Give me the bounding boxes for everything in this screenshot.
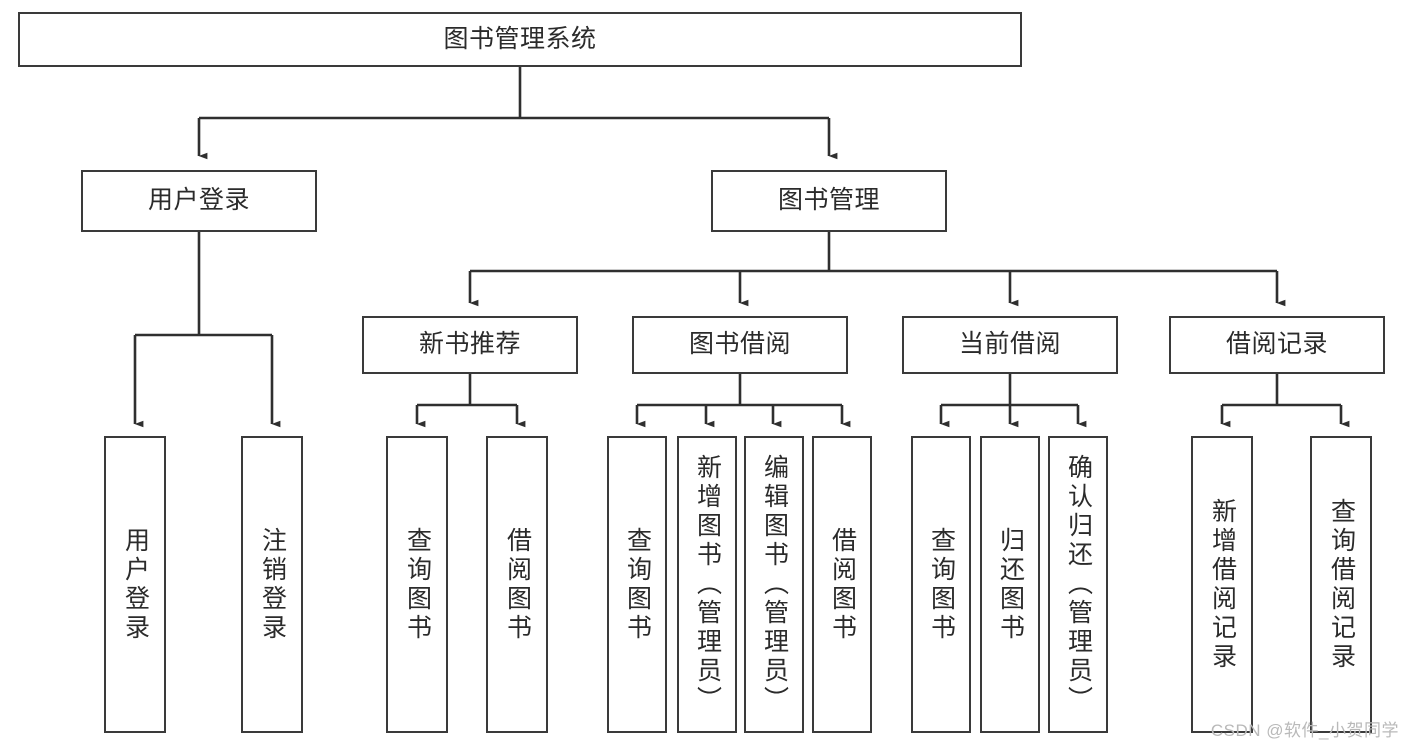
node-leaf-user-login[interactable]: 用户登录 (104, 436, 166, 733)
node-root[interactable]: 图书管理系统 (18, 12, 1022, 67)
node-leaf-add-book[interactable]: 新增图书（管理员） (677, 436, 737, 733)
node-leaf-query-book-3-label: 查询图书 (927, 526, 956, 643)
node-leaf-borrow-book-2[interactable]: 借阅图书 (812, 436, 872, 733)
node-leaf-add-record[interactable]: 新增借阅记录 (1191, 436, 1253, 733)
node-leaf-confirm-return-label: 确认归还（管理员） (1064, 454, 1093, 715)
node-leaf-query-record-label: 查询借阅记录 (1327, 497, 1356, 672)
node-new-book-recommend[interactable]: 新书推荐 (362, 316, 578, 374)
node-leaf-logout[interactable]: 注销登录 (241, 436, 303, 733)
node-leaf-query-book-3[interactable]: 查询图书 (911, 436, 971, 733)
node-current-borrow[interactable]: 当前借阅 (902, 316, 1118, 374)
node-leaf-return-book[interactable]: 归还图书 (980, 436, 1040, 733)
node-book-borrow[interactable]: 图书借阅 (632, 316, 848, 374)
node-leaf-edit-book-label: 编辑图书（管理员） (760, 454, 789, 715)
node-book-manage-label: 图书管理 (777, 186, 880, 215)
node-new-book-recommend-label: 新书推荐 (418, 330, 521, 359)
node-user-login-label: 用户登录 (147, 186, 250, 215)
node-leaf-edit-book[interactable]: 编辑图书（管理员） (744, 436, 804, 733)
node-leaf-borrow-book-1[interactable]: 借阅图书 (486, 436, 548, 733)
node-leaf-query-book-2-label: 查询图书 (623, 526, 652, 643)
node-root-label: 图书管理系统 (443, 24, 597, 53)
node-borrow-record-label: 借阅记录 (1225, 330, 1328, 359)
node-leaf-borrow-book-1-label: 借阅图书 (503, 526, 532, 643)
node-book-borrow-label: 图书借阅 (688, 330, 791, 359)
node-leaf-return-book-label: 归还图书 (996, 526, 1025, 643)
node-leaf-add-book-label: 新增图书（管理员） (693, 454, 722, 715)
watermark-text: CSDN @软件_小贺同学 (1210, 721, 1399, 740)
node-leaf-borrow-book-2-label: 借阅图书 (828, 526, 857, 643)
node-current-borrow-label: 当前借阅 (958, 330, 1061, 359)
node-leaf-query-record[interactable]: 查询借阅记录 (1310, 436, 1372, 733)
node-leaf-query-book-1[interactable]: 查询图书 (386, 436, 448, 733)
node-leaf-confirm-return[interactable]: 确认归还（管理员） (1048, 436, 1108, 733)
node-book-manage[interactable]: 图书管理 (711, 170, 947, 232)
node-leaf-user-login-label: 用户登录 (121, 526, 150, 643)
node-leaf-query-book-1-label: 查询图书 (403, 526, 432, 643)
node-leaf-query-book-2[interactable]: 查询图书 (607, 436, 667, 733)
node-borrow-record[interactable]: 借阅记录 (1169, 316, 1385, 374)
node-user-login[interactable]: 用户登录 (81, 170, 317, 232)
node-leaf-logout-label: 注销登录 (258, 526, 287, 643)
node-leaf-add-record-label: 新增借阅记录 (1208, 497, 1237, 672)
